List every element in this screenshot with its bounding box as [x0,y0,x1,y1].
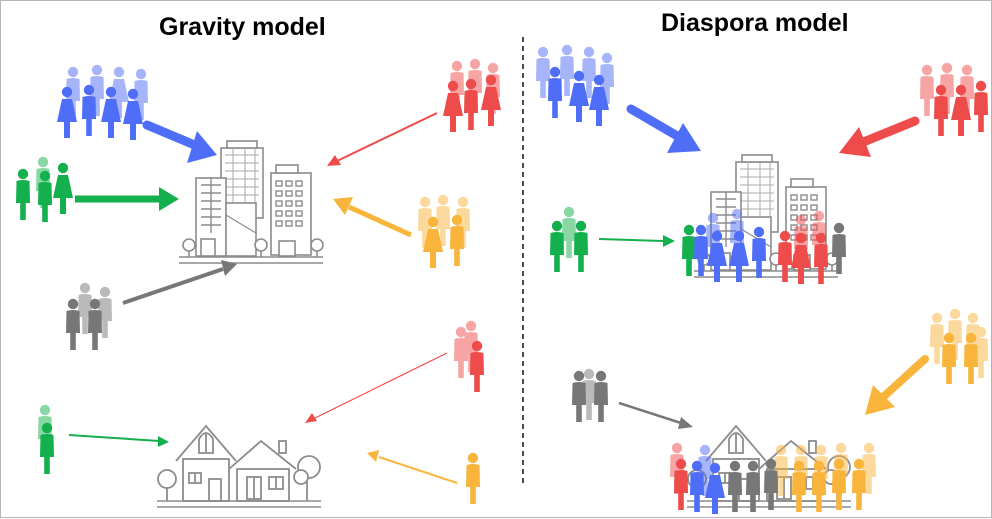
arrow-icon-orange [333,197,413,238]
arrow-icon-green [75,187,179,211]
arrow-icon-blue-diaspora [626,104,701,153]
flow-arrows-gravity [68,112,458,484]
arrow-icon-green-diaspora [598,235,675,247]
arrow-icon-red-small [305,352,448,423]
red-group-people-diaspora [920,62,988,136]
blue-group-people [57,64,148,140]
arrow-icon-gray [122,260,237,305]
green-group-people [16,156,73,222]
arrow-icon-gray-diaspora [618,401,693,429]
orange-group-people-diaspora [930,308,988,384]
houses-icon [156,425,322,508]
flow-arrows-diaspora [598,104,929,429]
arrow-icon-green-small [68,434,169,447]
arrow-icon-orange-small [367,450,458,484]
crowd-at-town [670,442,876,514]
arrow-icon-red-diaspora [839,116,920,157]
blue-group-people-diaspora [536,44,614,126]
gray-group-people-diaspora [572,368,608,422]
orange-group-people [418,194,470,268]
gravity-model-title: Gravity model [159,13,326,41]
diaspora-model-title: Diaspora model [661,9,849,37]
green-single-people [38,404,54,474]
gray-group-people [66,282,112,350]
arrow-icon-red [327,112,438,166]
arrow-icon-orange-diaspora [865,355,929,415]
red-pair-people [454,320,484,392]
arrow-icon-blue [142,120,217,163]
red-group-people [443,58,501,132]
orange-single-people [466,452,480,504]
green-group-people-diaspora [550,206,588,272]
